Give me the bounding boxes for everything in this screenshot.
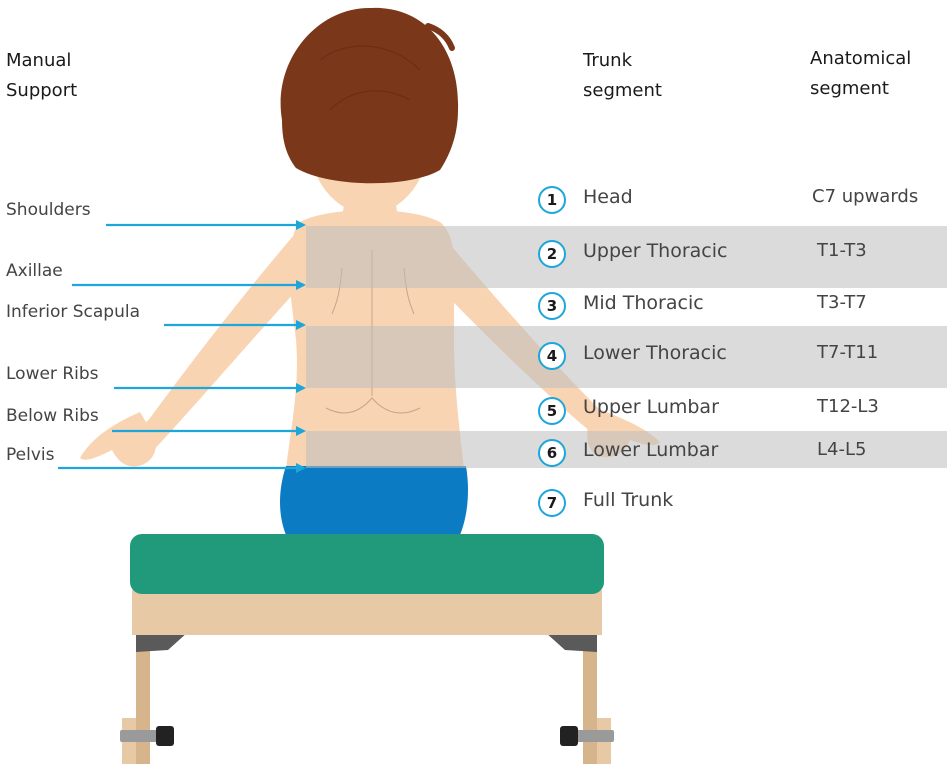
segment-number-4: 4 — [538, 342, 566, 370]
segment-number-1: 1 — [538, 186, 566, 214]
segment-name-2: Upper Thoracic — [583, 240, 728, 262]
shorts — [280, 466, 468, 535]
label-below-ribs: Below Ribs — [6, 406, 99, 426]
anatomical-2: T1-T3 — [817, 240, 867, 261]
header-trunk-segment: Trunk segment — [583, 50, 662, 101]
segment-name-7: Full Trunk — [583, 489, 674, 511]
bench-legs — [120, 620, 614, 764]
segment-name-3: Mid Thoracic — [583, 292, 704, 314]
head — [280, 7, 459, 214]
segment-bands — [306, 226, 947, 468]
label-lower-ribs: Lower Ribs — [6, 364, 99, 384]
anatomical-5: T12-L3 — [817, 396, 879, 417]
support-arrows — [58, 220, 306, 473]
anatomical-3: T3-T7 — [817, 292, 867, 313]
header-manual-support: Manual Support — [6, 50, 78, 101]
segment-name-1: Head — [583, 186, 633, 208]
segment-number-2: 2 — [538, 240, 566, 268]
segment-number-5: 5 — [538, 397, 566, 425]
label-inferior-scapula: Inferior Scapula — [6, 302, 140, 322]
label-shoulders: Shoulders — [6, 200, 91, 220]
segment-band-lower-thoracic — [306, 326, 947, 388]
segment-name-5: Upper Lumbar — [583, 396, 719, 418]
anatomical-6: L4-L5 — [817, 439, 867, 460]
segment-name-6: Lower Lumbar — [583, 439, 719, 461]
header-anatomical-segment: Anatomical segment — [810, 48, 912, 99]
segment-number-7: 7 — [538, 489, 566, 517]
bench — [130, 534, 604, 635]
segment-number-3: 3 — [538, 292, 566, 320]
label-axillae: Axillae — [6, 261, 63, 281]
label-pelvis: Pelvis — [6, 445, 55, 465]
segment-band-upper-thoracic — [306, 226, 947, 288]
anatomical-4: T7-T11 — [817, 342, 879, 363]
segment-number-6: 6 — [538, 439, 566, 467]
segment-band-lower-lumbar — [306, 431, 947, 468]
anatomical-1: C7 upwards — [812, 186, 919, 207]
segment-name-4: Lower Thoracic — [583, 342, 727, 364]
